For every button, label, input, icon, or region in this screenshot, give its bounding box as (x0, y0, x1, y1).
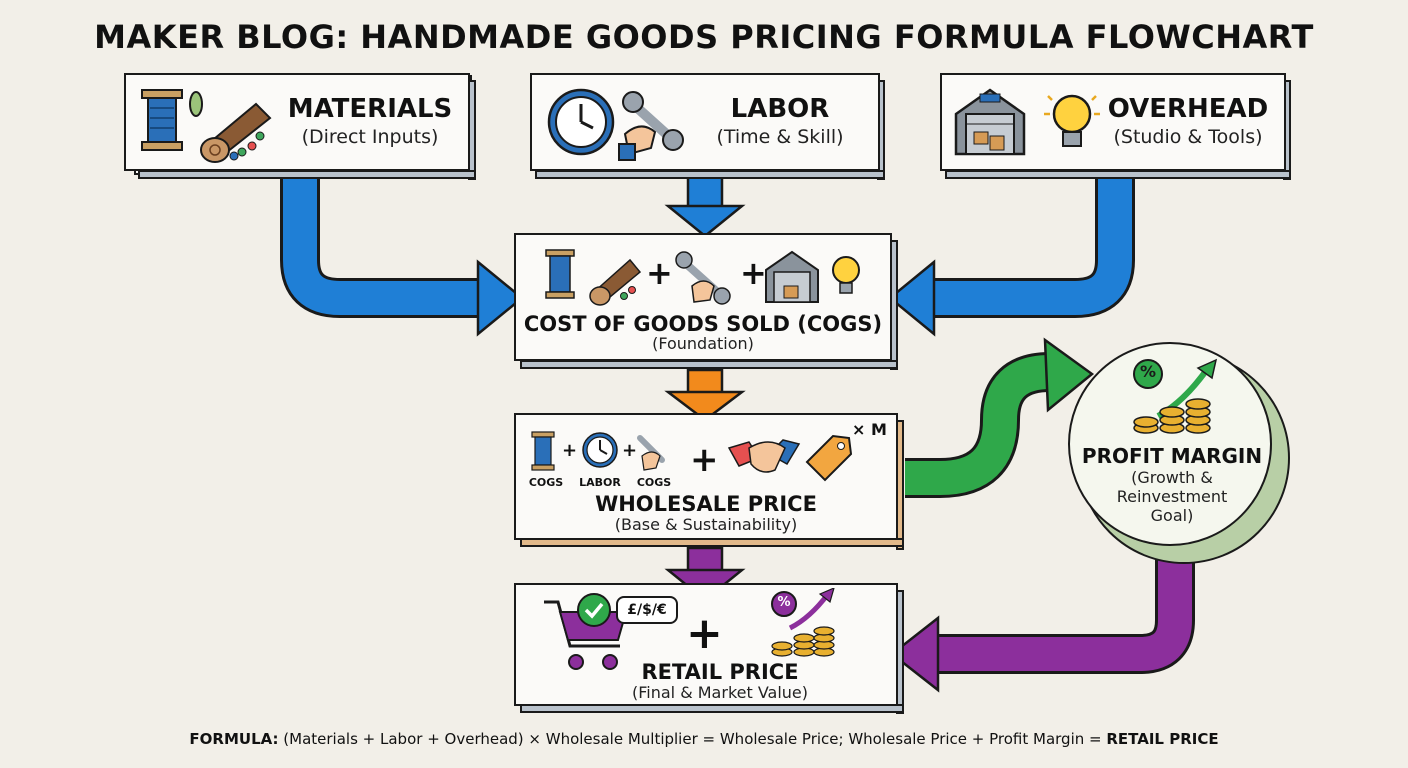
formula-prefix: FORMULA: (189, 730, 279, 748)
profit-icon (1133, 358, 1218, 434)
page-title: MAKER BLOG: HANDMADE GOODS PRICING FORMU… (94, 18, 1314, 56)
labor-sub: (Time & Skill) (716, 126, 844, 148)
arrow-wholesale-to-profit (905, 337, 1095, 498)
profit-label: PROFIT MARGIN (1081, 444, 1263, 468)
retail-label: RETAIL PRICE (641, 660, 799, 684)
cogs-plus-1: + (646, 254, 673, 292)
retail-percent-glyph: % (777, 595, 791, 610)
wholesale-label: WHOLESALE PRICE (595, 492, 817, 516)
wholesale-small-plus-2: + (622, 440, 638, 461)
profit-coins-icon (771, 588, 835, 657)
formula-footer: FORMULA: (Materials + Labor + Overhead) … (0, 730, 1408, 748)
overhead-icon (954, 88, 1100, 156)
labor-icon (547, 88, 684, 161)
profit-sub: (Growth & Reinvestment Goal) (1116, 468, 1228, 525)
arrow-materials-to-cogs (280, 178, 524, 337)
wholesale-small-plus-1: + (562, 440, 578, 461)
wholesale-sub: (Base & Sustainability) (614, 515, 798, 534)
arrow-profit-to-retail (889, 550, 1195, 693)
currency-bubble: £/$/€ (616, 596, 678, 624)
materials-sub: (Direct Inputs) (301, 126, 439, 148)
wholesale-icon-label-2: LABOR (579, 476, 621, 489)
arrow-overhead-to-cogs (888, 178, 1135, 337)
labor-label: LABOR (730, 94, 830, 124)
currency-text: £/$/€ (627, 602, 667, 618)
cart-icon (544, 593, 628, 670)
materials-label: MATERIALS (287, 94, 453, 124)
formula-result: RETAIL PRICE (1106, 730, 1219, 748)
cogs-sub: (Foundation) (652, 334, 754, 353)
cogs-label: COST OF GOODS SOLD (COGS) (523, 312, 883, 336)
wholesale-icon-label-1: COGS (528, 476, 564, 489)
retail-sub: (Final & Market Value) (631, 683, 809, 702)
wholesale-icon-label-3: COGS (636, 476, 672, 489)
cogs-plus-2: + (740, 254, 767, 292)
arrow-cogs-to-wholesale (664, 368, 746, 422)
handshake-tag-icon (727, 434, 853, 482)
profit-percent-glyph: % (1140, 362, 1157, 381)
overhead-label: OVERHEAD (1107, 94, 1269, 124)
retail-plus: + (686, 608, 723, 659)
overhead-sub: (Studio & Tools) (1113, 126, 1263, 148)
wholesale-plus: + (690, 440, 719, 480)
cogs-icons (545, 249, 860, 306)
formula-text: (Materials + Labor + Overhead) × Wholesa… (278, 730, 1107, 748)
materials-icon (141, 89, 272, 163)
arrow-labor-to-cogs (664, 174, 746, 238)
wholesale-multiplier: × M (852, 420, 887, 439)
wholesale-small-icons (531, 431, 665, 471)
